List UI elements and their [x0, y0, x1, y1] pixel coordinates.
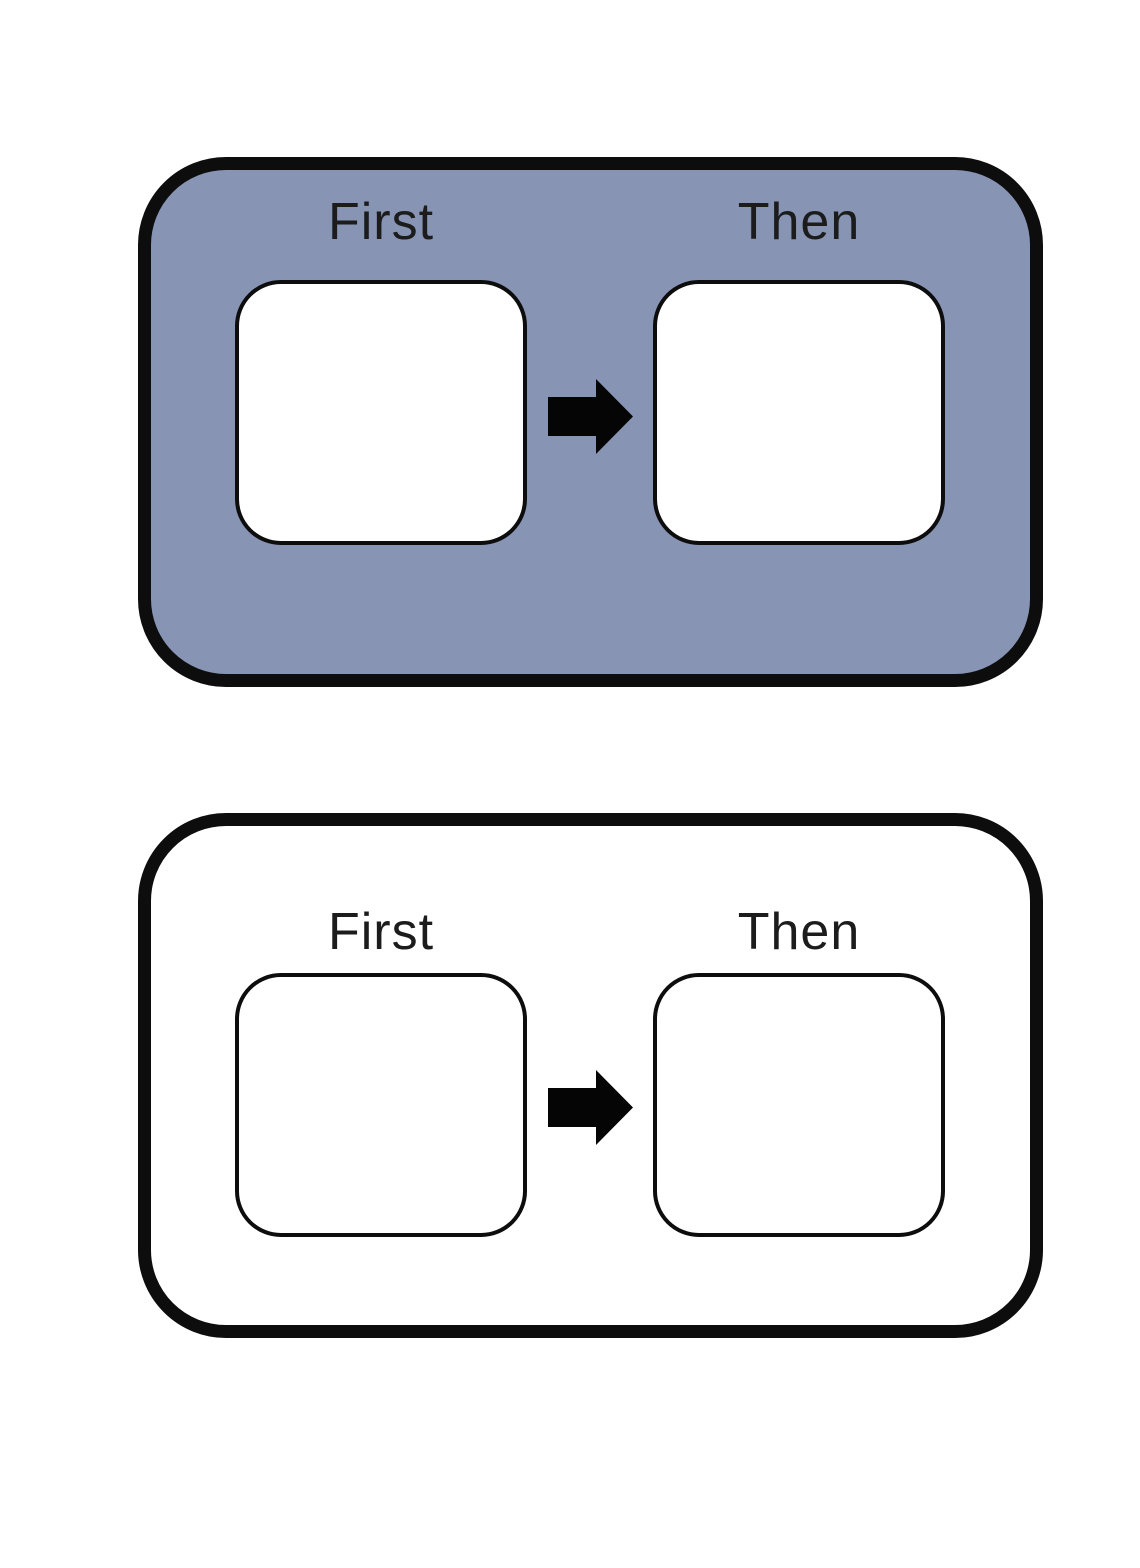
first-then-board-colored: First Then	[138, 157, 1043, 687]
then-card-slot[interactable]	[653, 280, 945, 545]
right-arrow-icon	[548, 1065, 633, 1150]
first-label: First	[327, 903, 435, 961]
first-then-board-plain: First Then	[138, 813, 1043, 1338]
first-label: First	[327, 193, 435, 251]
then-card-slot[interactable]	[653, 973, 945, 1237]
first-card-slot[interactable]	[235, 280, 527, 545]
first-card-slot[interactable]	[235, 973, 527, 1237]
then-label: Then	[737, 903, 861, 961]
right-arrow-icon	[548, 374, 633, 459]
then-label: Then	[737, 193, 861, 251]
